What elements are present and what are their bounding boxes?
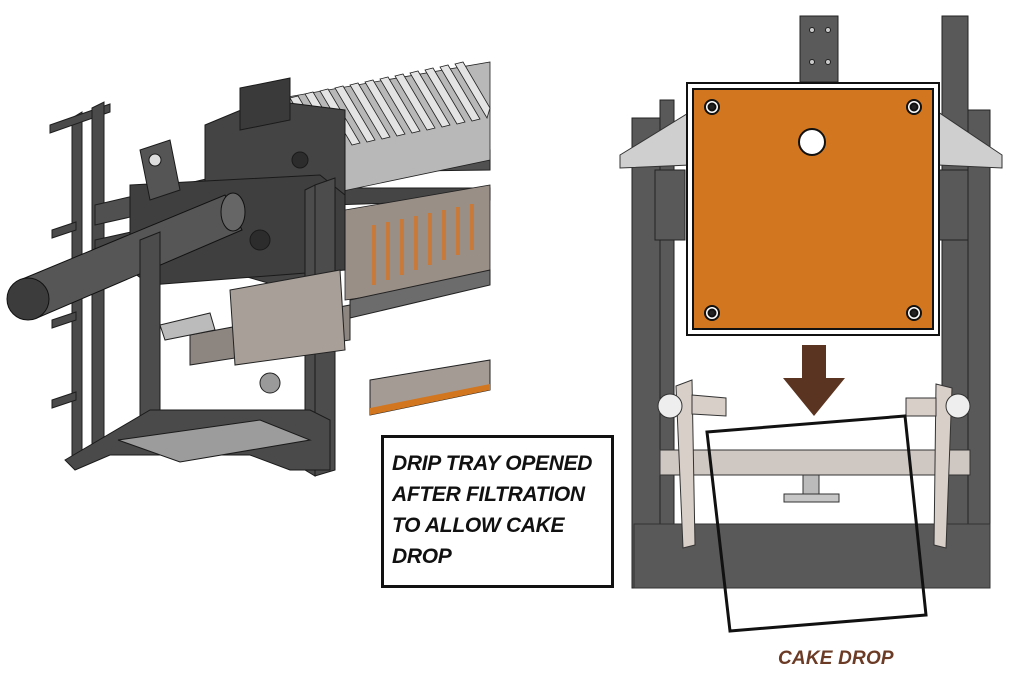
caption-line-1: DRIP TRAY OPENED	[392, 452, 593, 475]
lower-crossbeam	[633, 449, 991, 589]
filter-press-3d-view	[6, 61, 491, 477]
top-bracket	[799, 15, 839, 83]
caption-line-4: DROP	[392, 545, 452, 568]
drip-tray-opened	[159, 269, 491, 416]
drip-tray-swing-arms	[657, 379, 971, 549]
filter-press-front-view	[619, 15, 1003, 633]
bottom-frame-base	[64, 409, 331, 471]
orange-filter-plate	[686, 82, 940, 336]
down-arrow-icon	[783, 345, 845, 416]
cake-drop-outline	[705, 414, 928, 633]
side-uprights	[631, 15, 991, 589]
caption-line-2: AFTER FILTRATION	[392, 483, 585, 506]
caption-box: DRIP TRAY OPENED AFTER FILTRATION TO ALL…	[381, 435, 614, 588]
cake-drop-label: CAKE DROP	[778, 648, 894, 669]
left-rack	[49, 101, 111, 467]
caption-line-3: TO ALLOW CAKE	[392, 514, 565, 537]
hydraulic-cylinder	[6, 192, 246, 321]
